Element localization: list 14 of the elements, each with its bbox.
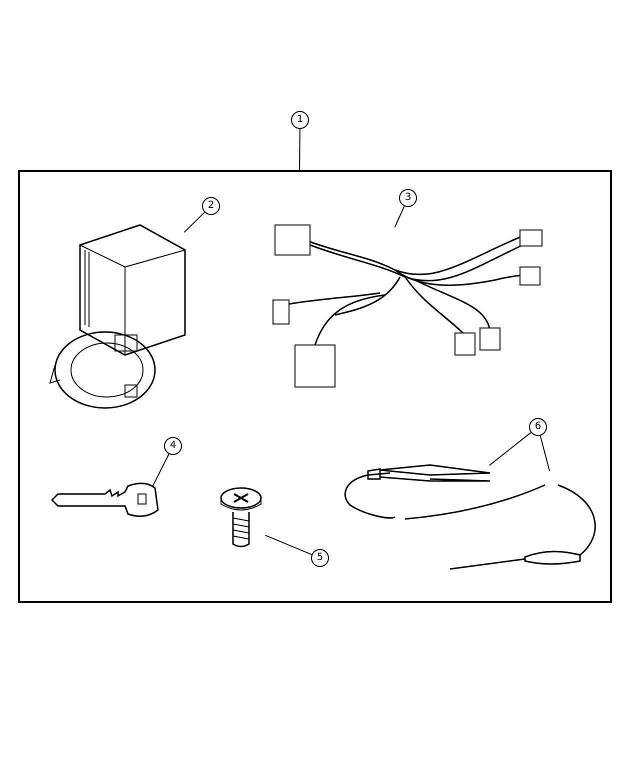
callout-number: 4 [164, 437, 182, 455]
callout-number: 1 [291, 111, 309, 129]
kit-frame [18, 170, 612, 603]
leader-line [264, 534, 312, 556]
leader-line [184, 212, 206, 233]
leader-line [394, 206, 405, 228]
callout-number: 3 [399, 189, 417, 207]
leader-line [488, 432, 532, 466]
leader-line [540, 435, 550, 472]
callout-number: 2 [202, 197, 220, 215]
leader-line [152, 454, 170, 488]
callout-number: 5 [311, 549, 329, 567]
leader-line [299, 128, 300, 170]
callout-number: 6 [529, 418, 547, 436]
